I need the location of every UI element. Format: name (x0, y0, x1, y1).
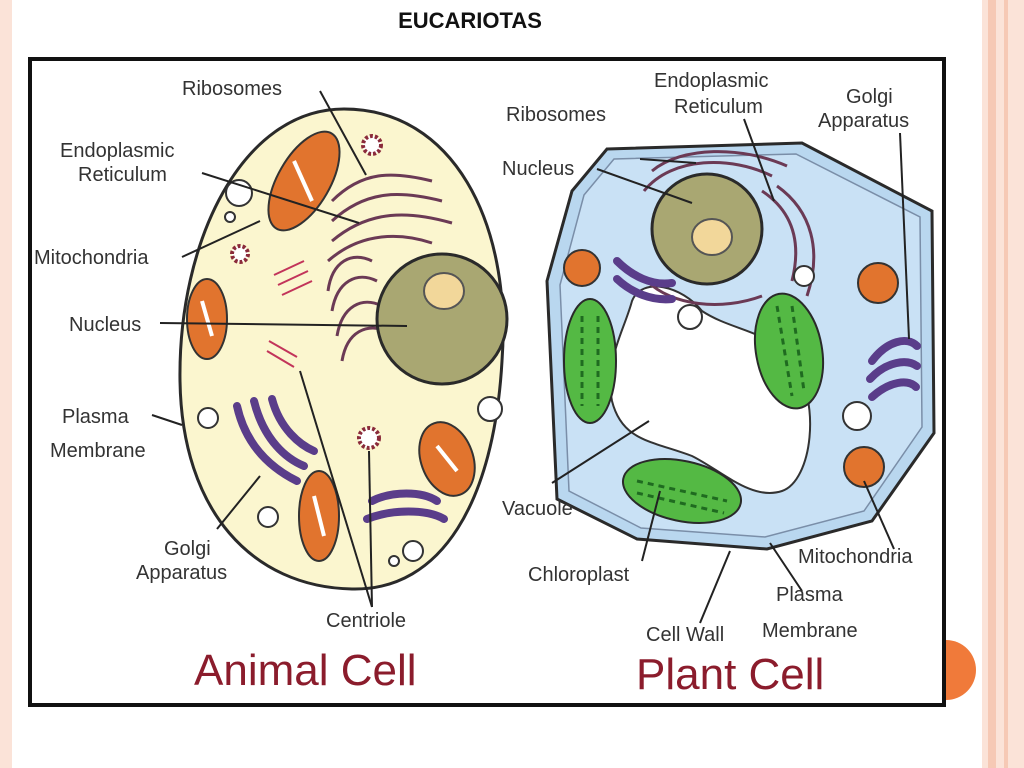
plant-label-vacuole: Vacuole (502, 498, 573, 520)
diagram-frame: Ribosomes Endoplasmic Reticulum Mitochon… (28, 57, 946, 707)
right-border-band-line (1004, 0, 1008, 768)
animal-label-centriole: Centriole (326, 610, 406, 632)
animal-centriole-shapes (266, 260, 313, 368)
animal-label-nucleus: Nucleus (69, 314, 141, 336)
animal-nucleolus (423, 272, 465, 310)
animal-ribosome-cluster-3 (357, 426, 381, 450)
animal-label-mitochondria: Mitochondria (34, 247, 149, 269)
cell-diagram: Ribosomes Endoplasmic Reticulum Mitochon… (34, 70, 936, 699)
animal-label-golgi-line1: Golgi (164, 538, 211, 560)
plant-label-golgi-line2: Apparatus (818, 110, 909, 132)
animal-ribosome-cluster-2 (230, 244, 250, 264)
plant-vesicles (677, 265, 872, 431)
label-pointers (151, 90, 910, 624)
plant-label-er-line1: Endoplasmic (654, 70, 769, 92)
plant-label-er-line2: Reticulum (674, 96, 763, 118)
plant-label-mitochondria: Mitochondria (798, 546, 913, 568)
animal-vesicles (197, 179, 503, 567)
animal-label-golgi-line2: Apparatus (136, 562, 227, 584)
animal-cell (178, 107, 509, 591)
animal-label-membrane-line1: Plasma (62, 406, 130, 428)
animal-label-ribosomes: Ribosomes (182, 78, 282, 100)
left-border-band (0, 0, 12, 768)
plant-label-membrane-line2: Membrane (762, 620, 858, 642)
animal-nucleus (375, 252, 509, 386)
animal-cell-caption: Animal Cell (194, 646, 417, 695)
plant-nucleolus (691, 218, 733, 256)
right-border-band-inner (988, 0, 996, 768)
slide-title: EUCARIOTAS (398, 8, 542, 33)
plant-label-golgi-line1: Golgi (846, 86, 893, 108)
animal-label-er-line1: Endoplasmic (60, 140, 175, 162)
plant-mitochondria (563, 249, 899, 488)
plant-label-membrane-line1: Plasma (776, 584, 844, 606)
plant-label-ribosomes: Ribosomes (506, 104, 606, 126)
plant-cell (545, 141, 936, 551)
plant-label-nucleus: Nucleus (502, 158, 574, 180)
plant-golgi (613, 257, 921, 401)
plant-label-chloroplast: Chloroplast (528, 564, 630, 586)
animal-golgi (233, 395, 448, 523)
animal-label-er-line2: Reticulum (78, 164, 167, 186)
animal-label-membrane-line2: Membrane (50, 440, 146, 462)
animal-ribosome-cluster (361, 134, 383, 156)
plant-label-cell-wall: Cell Wall (646, 624, 724, 646)
plant-cell-caption: Plant Cell (636, 650, 824, 699)
